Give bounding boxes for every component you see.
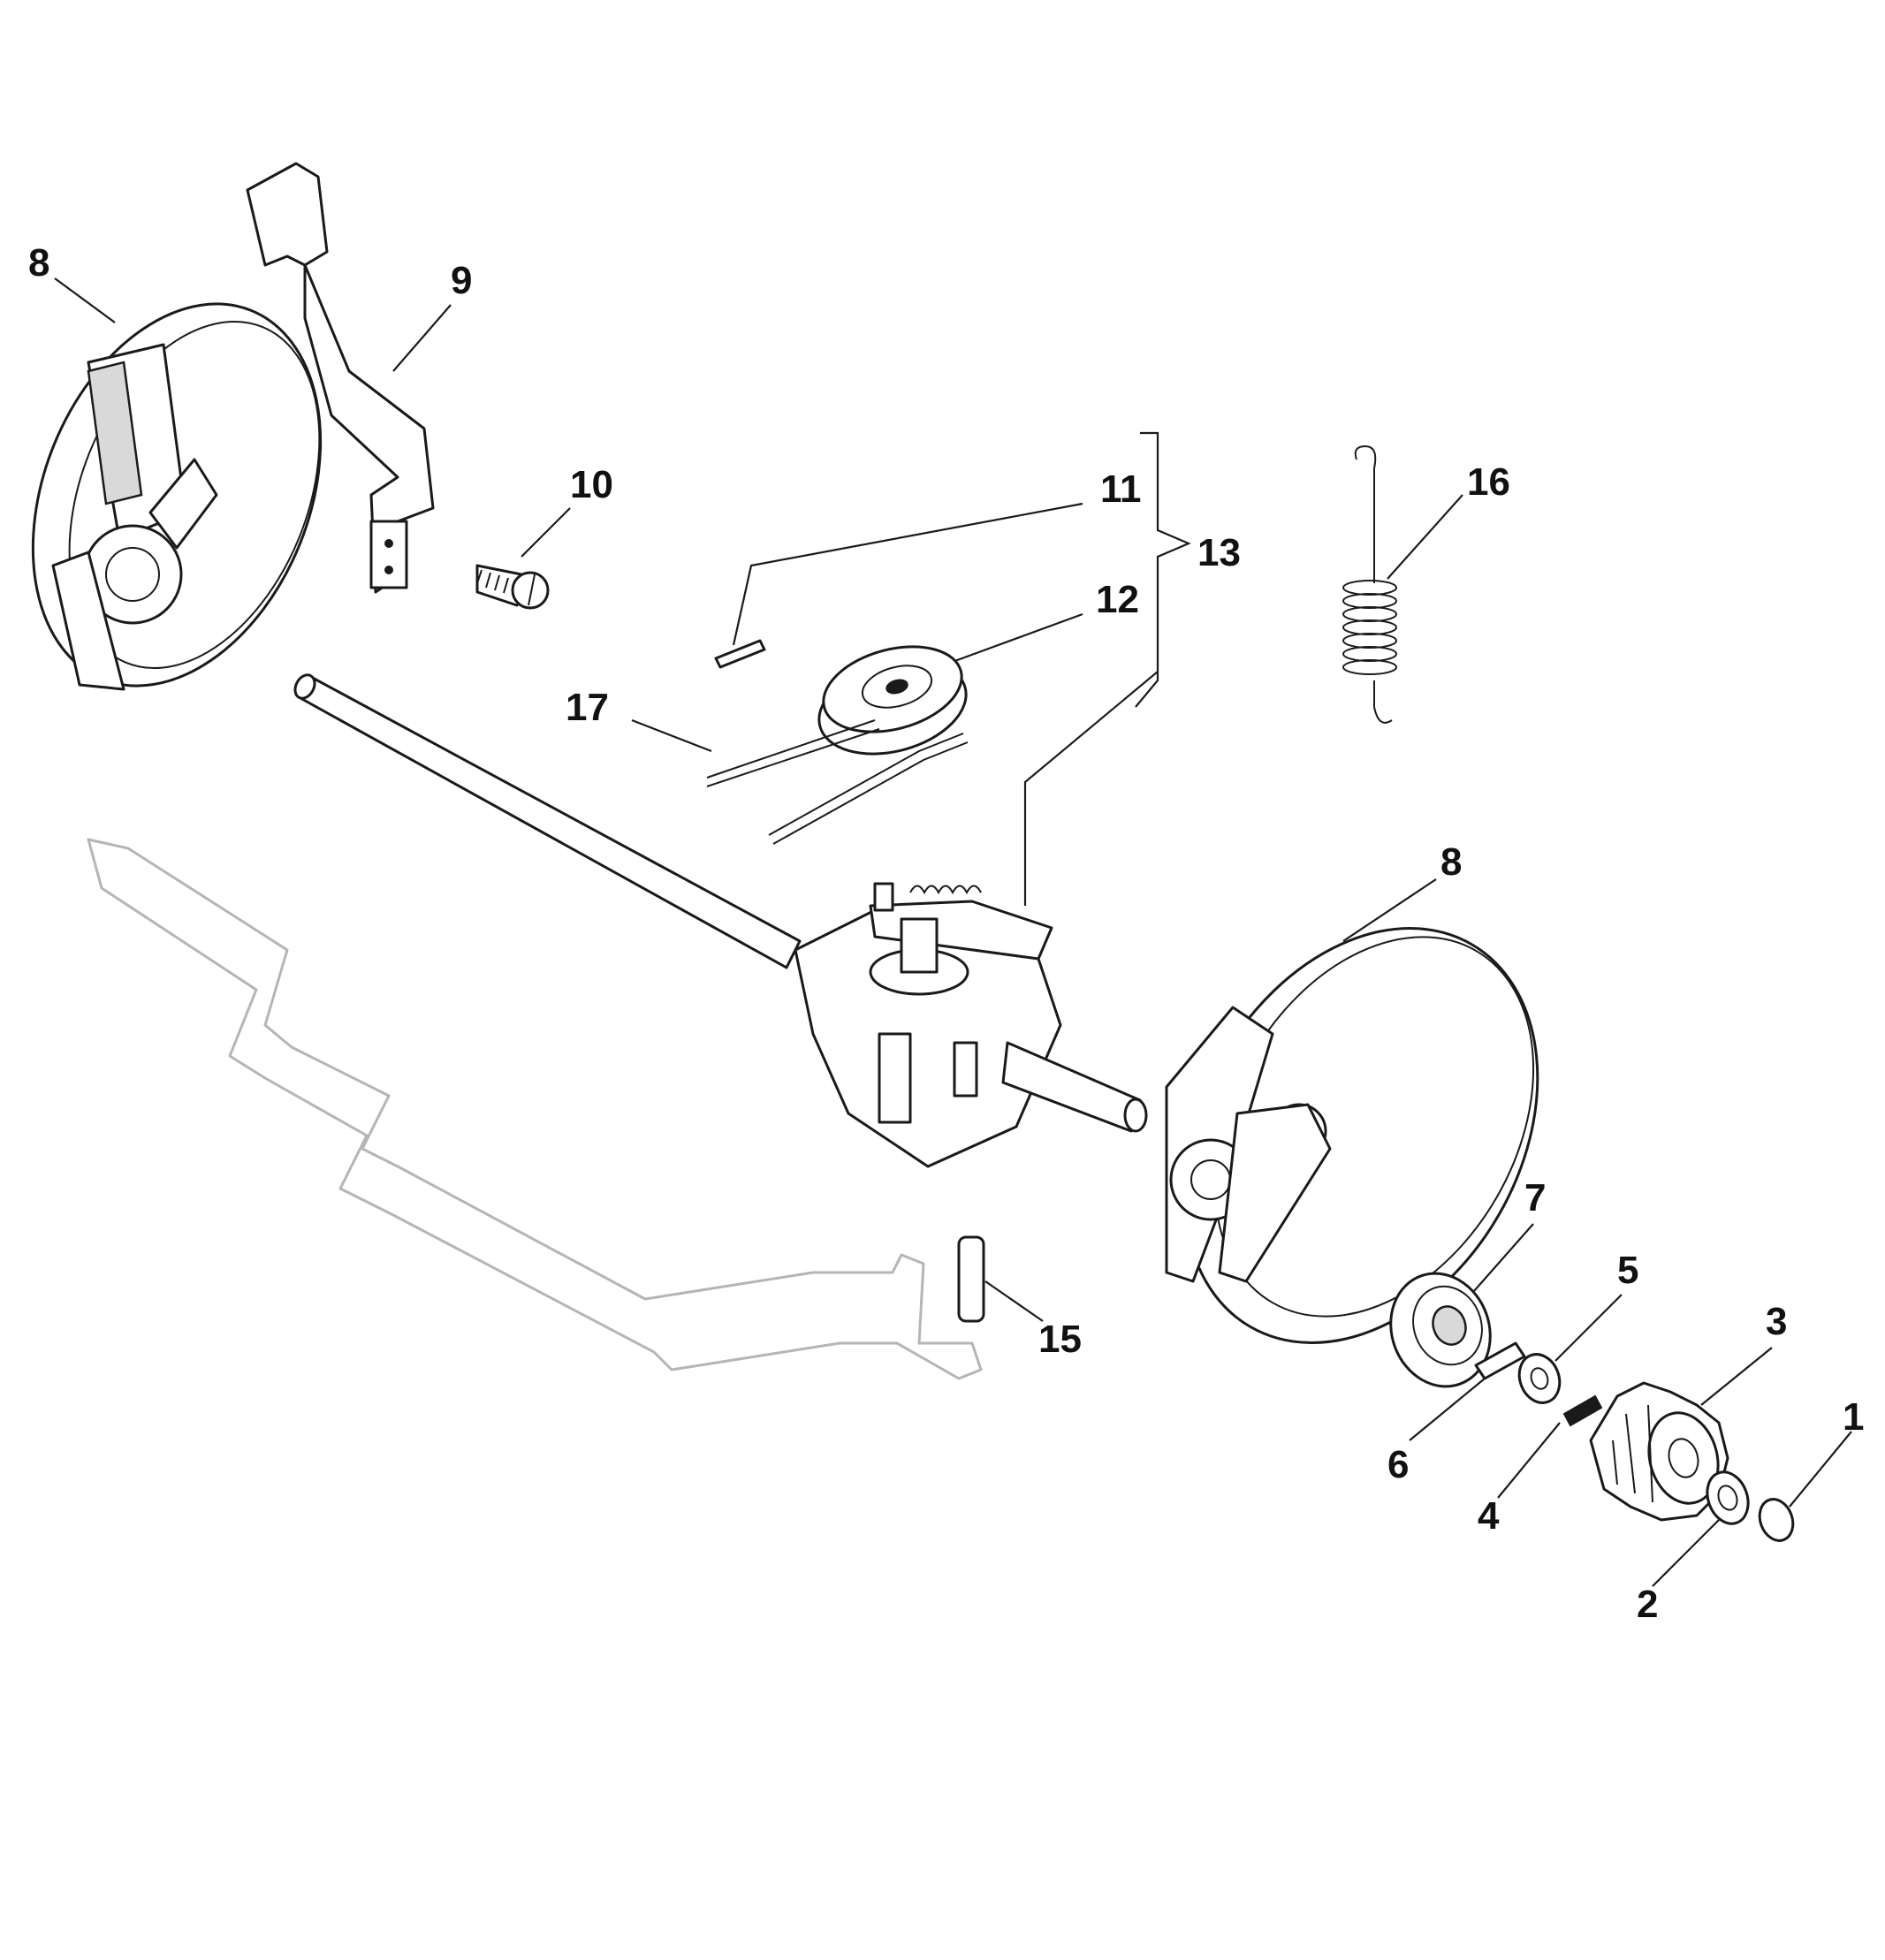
wheel-right xyxy=(1165,927,1539,1344)
washer-2 xyxy=(1706,1470,1750,1525)
screw xyxy=(475,564,550,610)
callout-3: 3 xyxy=(1766,1300,1787,1343)
dowel-pin xyxy=(1474,1341,1526,1380)
wheel-left xyxy=(31,302,323,691)
callout-16: 16 xyxy=(1467,460,1510,504)
callout-6: 6 xyxy=(1387,1443,1409,1486)
ghost-frame xyxy=(87,838,983,1380)
callout-8-right: 8 xyxy=(1440,840,1462,884)
circlip xyxy=(1758,1498,1795,1542)
callout-9: 9 xyxy=(451,259,472,302)
callouts: 8 9 10 11 12 13 16 17 8 7 5 3 1 6 4 2 15 xyxy=(28,241,1864,1626)
gearbox-spring xyxy=(909,885,982,895)
bearing xyxy=(1389,1272,1492,1388)
axle xyxy=(293,673,802,969)
leader-lines xyxy=(54,277,1852,1587)
callout-7: 7 xyxy=(1524,1176,1546,1219)
callout-5: 5 xyxy=(1617,1249,1638,1292)
callout-10: 10 xyxy=(570,463,613,506)
roll-pin xyxy=(957,1235,985,1323)
belt xyxy=(706,719,969,845)
spring-coils xyxy=(1342,580,1397,675)
callout-11: 11 xyxy=(1100,467,1142,511)
callout-4: 4 xyxy=(1478,1494,1500,1538)
callout-15: 15 xyxy=(1038,1318,1082,1361)
pin xyxy=(714,639,766,669)
pulley xyxy=(817,645,968,756)
washer-5 xyxy=(1517,1353,1562,1404)
callout-17: 17 xyxy=(566,686,609,729)
pinion-gear xyxy=(1589,1381,1729,1522)
callout-1: 1 xyxy=(1843,1395,1864,1439)
callout-13: 13 xyxy=(1197,531,1241,574)
gearbox xyxy=(794,882,1148,1168)
key xyxy=(1562,1394,1603,1427)
spring xyxy=(1342,444,1397,724)
callout-12: 12 xyxy=(1096,578,1139,621)
callout-8-left: 8 xyxy=(28,241,49,285)
bracket xyxy=(246,162,435,594)
callout-2: 2 xyxy=(1637,1583,1658,1626)
